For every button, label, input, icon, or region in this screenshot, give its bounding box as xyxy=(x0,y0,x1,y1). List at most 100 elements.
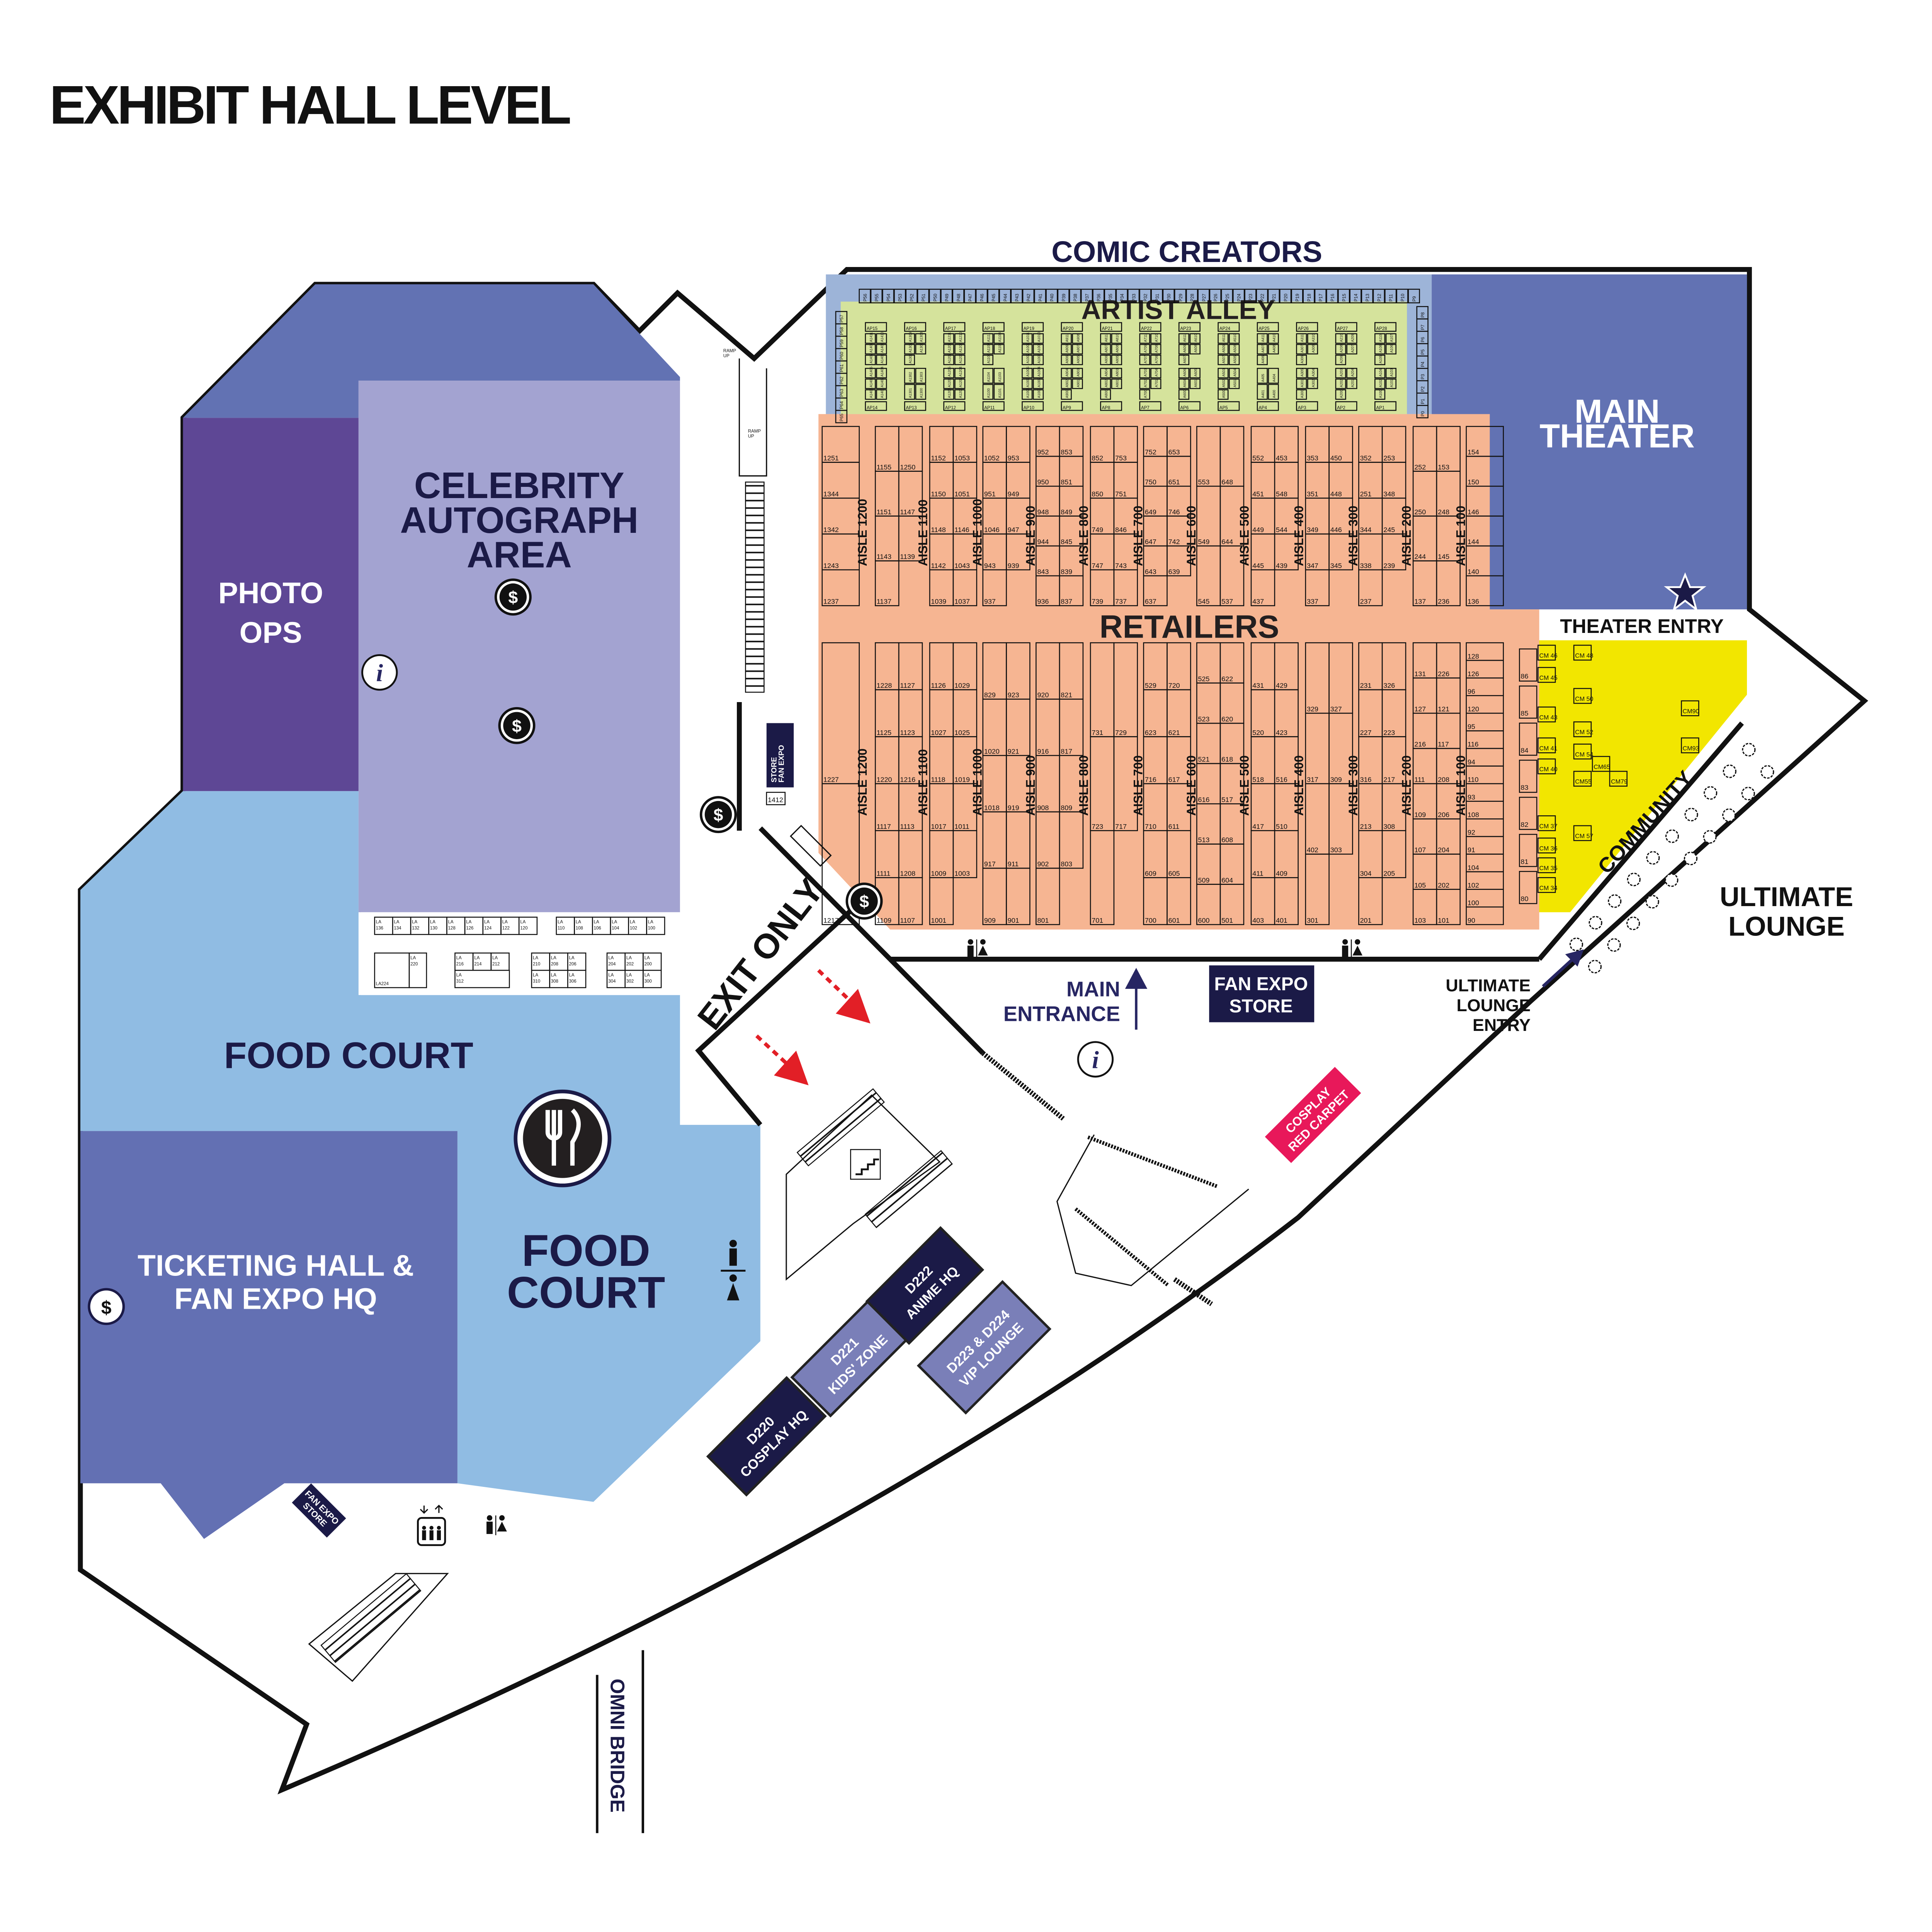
booth[interactable] xyxy=(1381,533,1406,571)
booth[interactable] xyxy=(943,389,954,400)
booth[interactable] xyxy=(1573,825,1592,841)
booth[interactable] xyxy=(943,401,966,411)
booth[interactable] xyxy=(1519,760,1537,793)
booth[interactable] xyxy=(952,830,977,878)
booth[interactable] xyxy=(1335,354,1346,365)
booth[interactable] xyxy=(876,368,887,379)
booth[interactable] xyxy=(1681,700,1699,716)
booth[interactable] xyxy=(1139,344,1150,355)
booth[interactable] xyxy=(865,354,876,365)
booth[interactable] xyxy=(1307,378,1318,389)
booth[interactable] xyxy=(1537,758,1556,774)
booth[interactable] xyxy=(1061,322,1083,332)
booth[interactable] xyxy=(1111,368,1122,379)
booth[interactable] xyxy=(1061,368,1072,379)
booth[interactable] xyxy=(1296,344,1307,355)
booth[interactable] xyxy=(1537,737,1556,753)
booth[interactable] xyxy=(1218,368,1229,379)
booth[interactable] xyxy=(1519,685,1537,719)
booth[interactable] xyxy=(1057,289,1070,304)
booth[interactable] xyxy=(1151,289,1163,304)
booth[interactable] xyxy=(1537,645,1556,661)
booth[interactable] xyxy=(876,344,887,355)
booth[interactable] xyxy=(904,368,915,384)
booth[interactable] xyxy=(982,333,993,344)
booth[interactable] xyxy=(943,378,954,389)
booth[interactable] xyxy=(821,569,860,606)
booth[interactable] xyxy=(1466,575,1504,606)
booth[interactable] xyxy=(1116,289,1128,304)
booth[interactable] xyxy=(1072,333,1083,344)
booth[interactable] xyxy=(1537,857,1556,873)
booth[interactable] xyxy=(1307,333,1318,344)
booth[interactable] xyxy=(1296,378,1307,389)
booth[interactable] xyxy=(870,289,883,304)
booth[interactable] xyxy=(1328,783,1353,855)
booth[interactable] xyxy=(1381,830,1406,878)
booth[interactable] xyxy=(1349,289,1362,304)
booth[interactable] xyxy=(1314,289,1327,304)
booth[interactable] xyxy=(1080,289,1093,304)
booth[interactable] xyxy=(1257,401,1279,411)
booth[interactable] xyxy=(1218,354,1229,365)
booth[interactable] xyxy=(1267,289,1280,304)
booth[interactable] xyxy=(987,289,1000,304)
fan-expo-store-bottom[interactable]: FAN EXPOSTORE xyxy=(292,1483,346,1538)
booth[interactable] xyxy=(518,917,538,935)
booth[interactable] xyxy=(975,289,988,304)
booth[interactable] xyxy=(982,354,993,365)
booth[interactable] xyxy=(1346,344,1357,355)
booth[interactable] xyxy=(1466,906,1504,925)
booth[interactable] xyxy=(1372,289,1385,304)
booth[interactable] xyxy=(1150,378,1162,389)
booth[interactable] xyxy=(876,354,887,365)
cosplay-red-carpet[interactable]: COSPLAYRED CARPET xyxy=(1265,1067,1361,1163)
booth[interactable] xyxy=(1139,289,1151,304)
booth[interactable] xyxy=(1139,389,1150,400)
booth[interactable] xyxy=(1374,401,1396,411)
booth[interactable] xyxy=(1100,344,1111,355)
booth[interactable] xyxy=(1573,688,1592,704)
booth[interactable] xyxy=(1408,289,1420,304)
booth[interactable] xyxy=(1010,289,1023,304)
booth[interactable] xyxy=(943,368,954,379)
booth[interactable] xyxy=(1100,322,1122,332)
booth[interactable] xyxy=(1061,344,1072,355)
booth[interactable] xyxy=(1022,344,1033,355)
booth[interactable] xyxy=(1072,354,1083,365)
booth[interactable] xyxy=(1361,289,1373,304)
booth[interactable] xyxy=(1436,560,1461,606)
booth[interactable] xyxy=(1326,289,1338,304)
booth[interactable] xyxy=(1244,289,1257,304)
booth[interactable] xyxy=(1358,569,1383,606)
booth[interactable] xyxy=(1032,354,1044,365)
booth[interactable] xyxy=(1335,322,1357,332)
booth[interactable] xyxy=(1113,736,1138,831)
booth[interactable] xyxy=(904,344,915,355)
booth[interactable] xyxy=(1229,378,1240,389)
booth[interactable] xyxy=(1374,322,1396,332)
booth[interactable] xyxy=(1229,344,1240,355)
booth[interactable] xyxy=(917,289,929,304)
booth[interactable] xyxy=(1022,368,1033,379)
booth[interactable] xyxy=(1385,344,1396,355)
booth[interactable] xyxy=(1072,368,1083,379)
booth[interactable] xyxy=(894,289,906,304)
booth[interactable] xyxy=(904,322,926,332)
booth[interactable] xyxy=(1307,368,1318,379)
booth[interactable] xyxy=(1167,545,1191,577)
booth[interactable] xyxy=(1100,368,1111,379)
booth[interactable] xyxy=(1104,289,1116,304)
booth[interactable] xyxy=(408,952,427,988)
booth[interactable] xyxy=(1046,289,1058,304)
booth[interactable] xyxy=(954,333,966,344)
booth[interactable] xyxy=(1022,333,1033,344)
booth[interactable] xyxy=(1218,344,1229,355)
booth[interactable] xyxy=(876,389,887,400)
booth[interactable] xyxy=(454,969,510,988)
booth[interactable] xyxy=(1178,344,1190,355)
booth[interactable] xyxy=(1233,289,1245,304)
booth[interactable] xyxy=(1189,378,1201,389)
booth[interactable] xyxy=(1139,333,1150,344)
booth[interactable] xyxy=(1307,344,1318,355)
